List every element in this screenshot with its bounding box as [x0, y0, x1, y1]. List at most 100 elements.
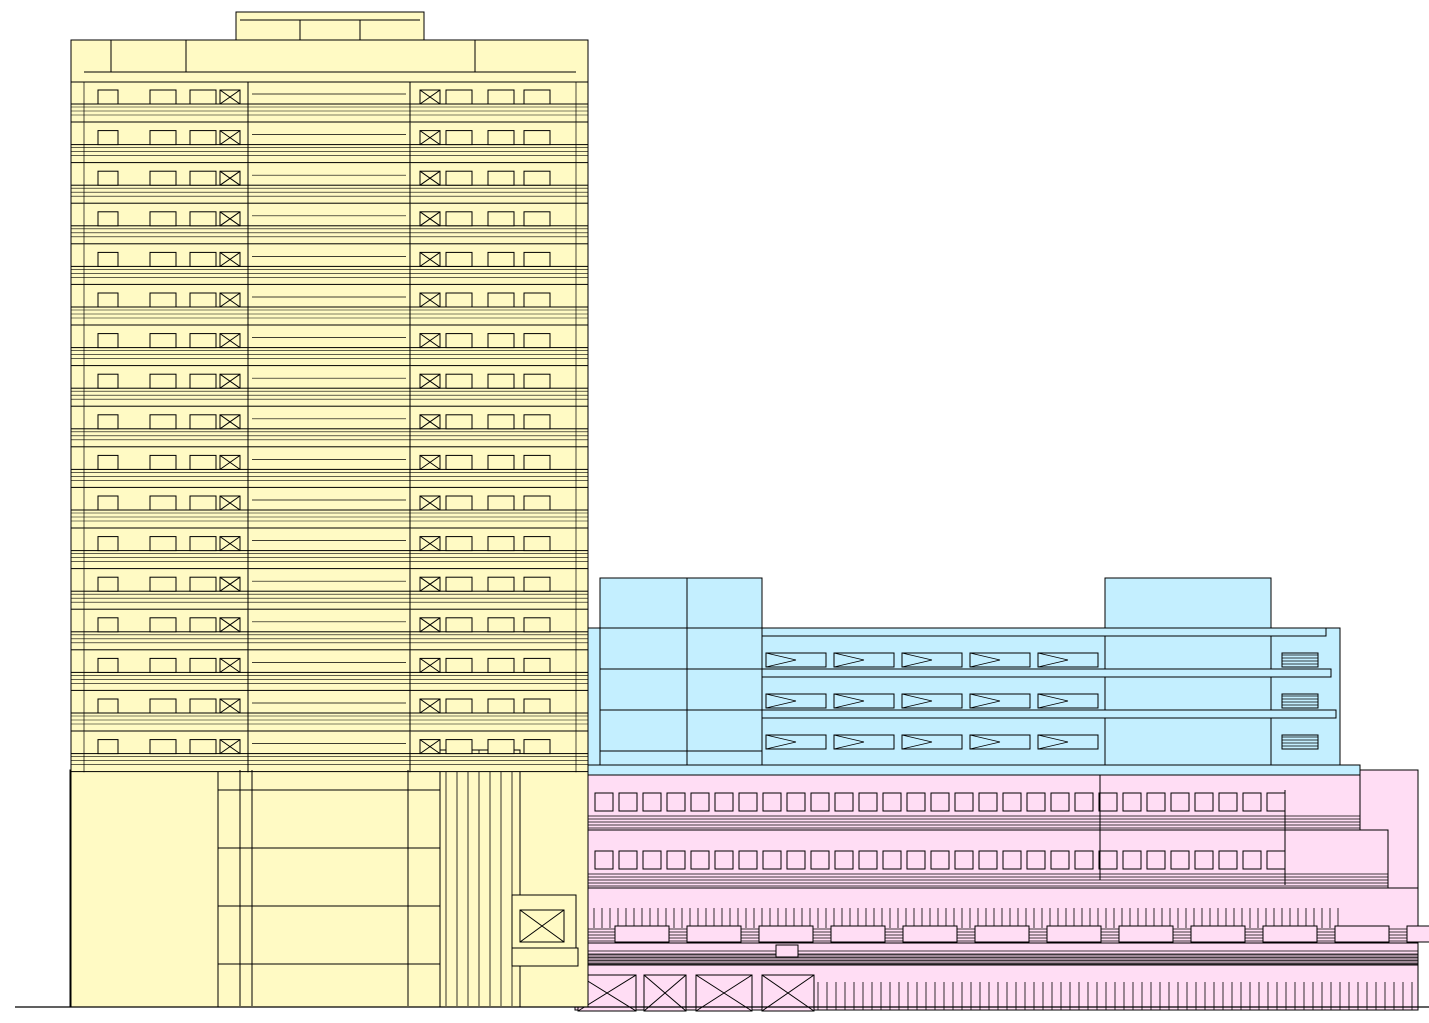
podium-window — [642, 792, 662, 812]
tower-window — [487, 211, 515, 227]
window-diagonal — [765, 734, 797, 743]
podium-window — [882, 792, 902, 812]
brace — [219, 454, 241, 470]
window-diagonal — [969, 652, 1001, 661]
podium-balcony-panel — [1406, 925, 1429, 943]
tower-window — [487, 414, 515, 430]
tower-window — [445, 414, 473, 430]
brace — [219, 373, 241, 389]
brace — [219, 251, 241, 267]
window-diagonal — [969, 734, 1001, 743]
podium-balcony-panel — [902, 925, 958, 943]
podium-window — [1002, 792, 1022, 812]
tower-balcony-slab — [70, 550, 589, 570]
tower-window — [97, 454, 119, 470]
tower-window — [149, 576, 177, 592]
midrise-stair-core-left — [599, 577, 763, 774]
tower-window — [487, 170, 515, 186]
tower-window — [97, 617, 119, 633]
window-diagonal — [969, 741, 1001, 750]
tower-balcony-slab — [70, 306, 589, 326]
brace — [419, 292, 441, 308]
window-diagonal — [833, 734, 865, 743]
tower-balcony-slab — [70, 631, 589, 651]
podium-balcony-panel — [1262, 925, 1318, 943]
tower-balcony-slab — [70, 387, 589, 407]
brace — [419, 495, 441, 511]
brace — [419, 211, 441, 227]
tower-window — [487, 495, 515, 511]
tower-window — [149, 698, 177, 714]
window-diagonal — [1037, 700, 1069, 709]
brace — [219, 495, 241, 511]
window-diagonal — [765, 693, 797, 702]
window-diagonal — [1037, 734, 1069, 743]
podium-window — [978, 792, 998, 812]
brace — [419, 617, 441, 633]
brace — [419, 576, 441, 592]
tower-window — [445, 251, 473, 267]
tower-window — [189, 536, 217, 552]
tower-balcony-slab — [70, 590, 589, 610]
window-diagonal — [901, 652, 933, 661]
tower-window — [97, 251, 119, 267]
podium-window — [786, 792, 806, 812]
podium-window — [882, 850, 902, 870]
podium-window — [1242, 792, 1262, 812]
podium-window — [762, 792, 782, 812]
podium-balcony-panel — [1118, 925, 1174, 943]
tower-entrance-screen — [439, 749, 521, 1008]
podium-balcony-panel — [686, 925, 742, 943]
tower-window — [487, 130, 515, 146]
brace — [761, 974, 815, 1012]
tower-window — [149, 89, 177, 105]
podium-window — [1026, 850, 1046, 870]
podium-balcony-panel — [1334, 925, 1390, 943]
window-diagonal — [765, 652, 797, 661]
podium-window — [1002, 850, 1022, 870]
podium-window — [930, 792, 950, 812]
tower-window — [523, 130, 551, 146]
tower-window — [445, 130, 473, 146]
podium-window — [1146, 792, 1166, 812]
tower-window — [487, 333, 515, 349]
tower-window — [149, 170, 177, 186]
brace — [219, 536, 241, 552]
brace — [219, 89, 241, 105]
tower-window — [97, 739, 119, 755]
tower-window — [487, 617, 515, 633]
tower-window — [149, 495, 177, 511]
brace — [219, 414, 241, 430]
tower-window — [523, 211, 551, 227]
midrise-slab — [761, 668, 1332, 678]
midrise-slab — [761, 627, 1327, 637]
window-diagonal — [901, 700, 933, 709]
tower-window — [445, 211, 473, 227]
tower-window — [487, 739, 515, 755]
tower-window — [189, 292, 217, 308]
podium-window — [930, 850, 950, 870]
tower-balcony-slab — [70, 712, 589, 732]
brace — [219, 657, 241, 673]
tower-window — [97, 333, 119, 349]
tower-annex-slab — [511, 947, 579, 967]
podium-window — [978, 850, 998, 870]
tower-window — [523, 414, 551, 430]
tower-window — [149, 130, 177, 146]
tower-balcony-slab — [70, 265, 589, 285]
podium-window — [834, 792, 854, 812]
tower-window — [523, 373, 551, 389]
window-diagonal — [901, 741, 933, 750]
podium-window — [762, 850, 782, 870]
podium-sign-panel — [775, 944, 799, 958]
tower-window — [487, 292, 515, 308]
podium-balcony-panel — [614, 925, 670, 943]
tower-window — [487, 373, 515, 389]
brace — [419, 657, 441, 673]
podium-window — [1050, 792, 1070, 812]
podium-window — [642, 850, 662, 870]
tower-window — [97, 495, 119, 511]
tower-window — [445, 657, 473, 673]
podium-window — [1242, 850, 1262, 870]
tower-window — [149, 657, 177, 673]
